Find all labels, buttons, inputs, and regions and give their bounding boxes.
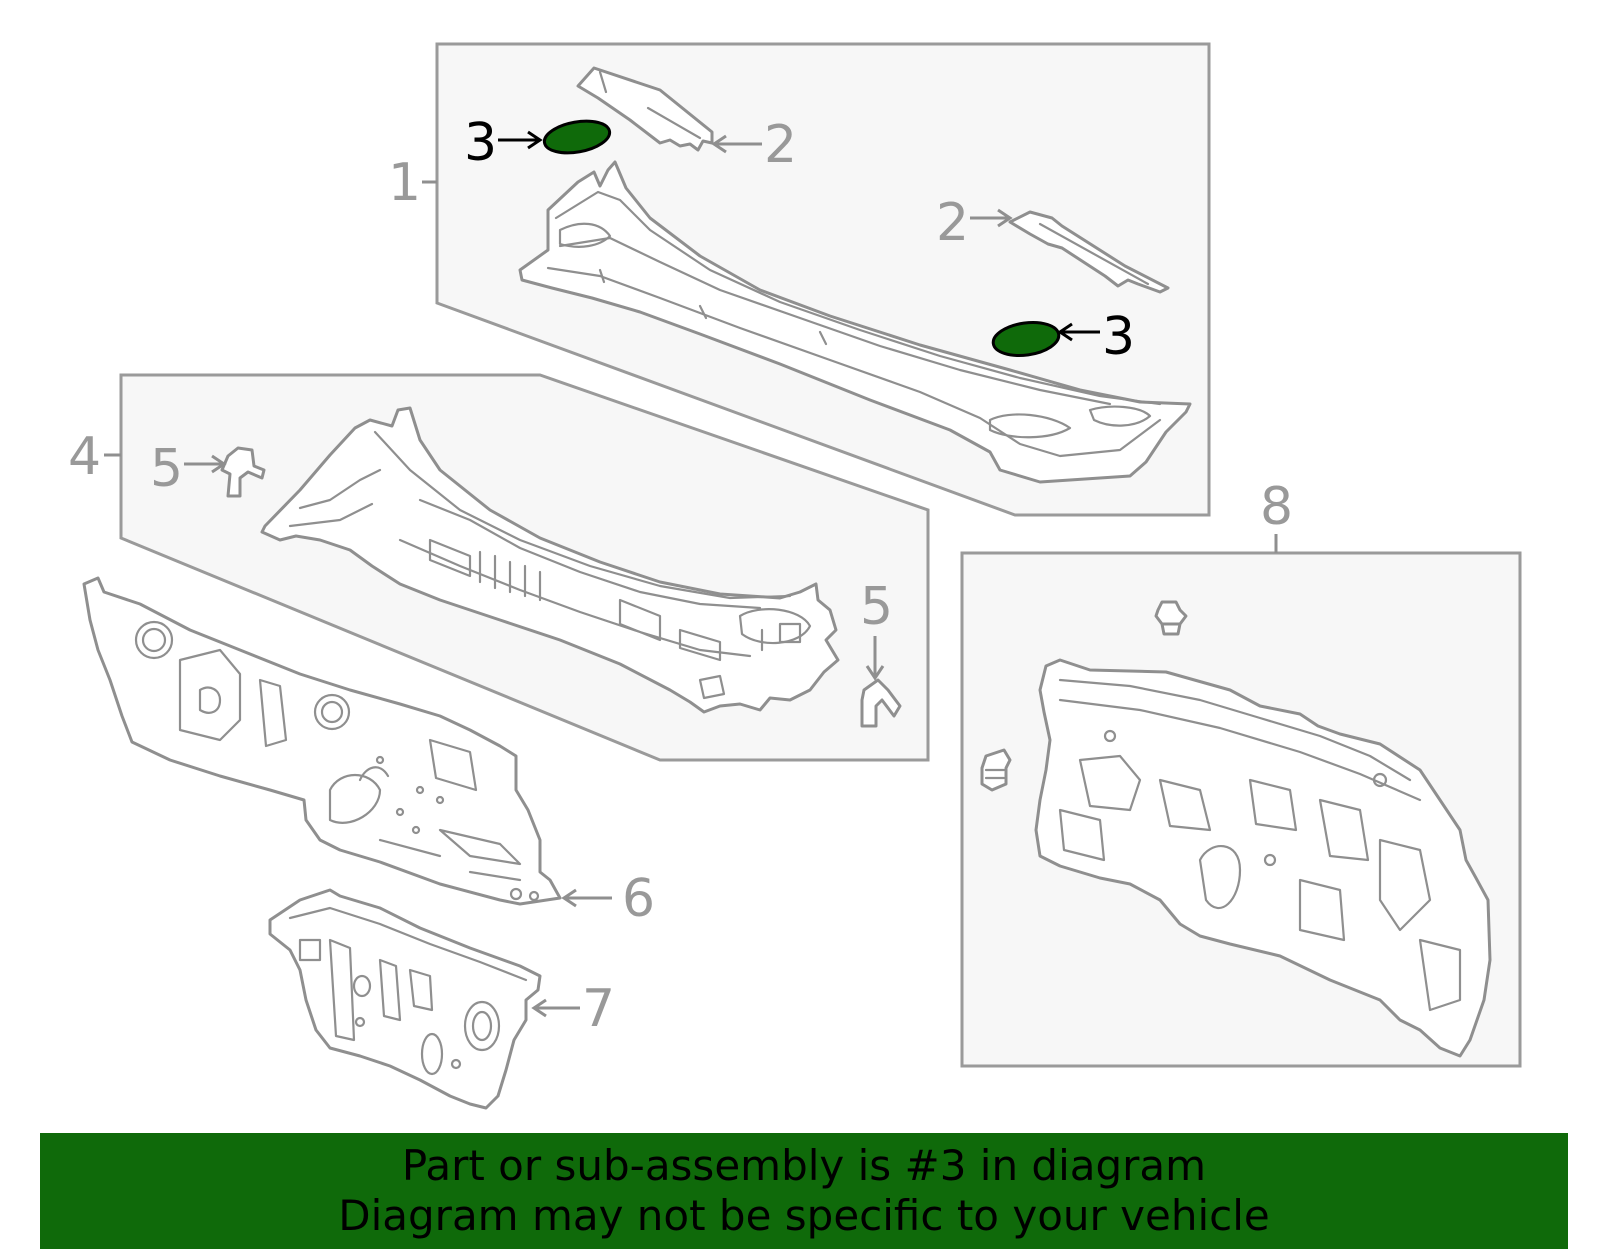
- part-7-insulator: [268, 888, 542, 1110]
- callout-5-left: 5: [150, 439, 183, 499]
- callout-3-left: 3: [464, 113, 497, 173]
- callout-5-right: 5: [860, 577, 893, 637]
- leader-2b: [970, 208, 1013, 228]
- callout-7: 7: [582, 979, 615, 1039]
- callout-2-upper: 2: [764, 115, 797, 175]
- part-3-oval-left: [542, 119, 612, 155]
- part-6-dash-panel: [82, 576, 562, 906]
- part-2-right: [1008, 210, 1170, 294]
- callout-1: 1: [388, 153, 421, 213]
- footer-line-1: Part or sub-assembly is #3 in diagram: [401, 1141, 1207, 1190]
- leader-3b: [1057, 322, 1100, 342]
- part-8-dash-insulator: [980, 600, 1492, 1058]
- leader-7: [531, 998, 580, 1018]
- part-4-cowl-panel: [260, 406, 840, 714]
- part-5-clip-left: [220, 446, 266, 498]
- leader-5b: [865, 636, 885, 681]
- leader-2a: [711, 134, 762, 154]
- callout-3-right: 3: [1102, 307, 1135, 367]
- part-2-upper: [576, 66, 714, 152]
- footer-banner: Part or sub-assembly is #3 in diagram Di…: [40, 1133, 1568, 1249]
- callout-4: 4: [68, 427, 101, 487]
- callout-8: 8: [1260, 477, 1293, 537]
- callout-6: 6: [622, 869, 655, 929]
- footer-line-2: Diagram may not be specific to your vehi…: [338, 1191, 1270, 1240]
- part-5-clip-right: [860, 678, 902, 728]
- part-3-oval-right: [991, 321, 1061, 357]
- leader-5a: [184, 454, 227, 474]
- callout-2-right: 2: [936, 193, 969, 253]
- leader-6: [561, 888, 612, 908]
- leader-3a: [498, 130, 543, 150]
- part-1-cowl-top: [518, 160, 1192, 484]
